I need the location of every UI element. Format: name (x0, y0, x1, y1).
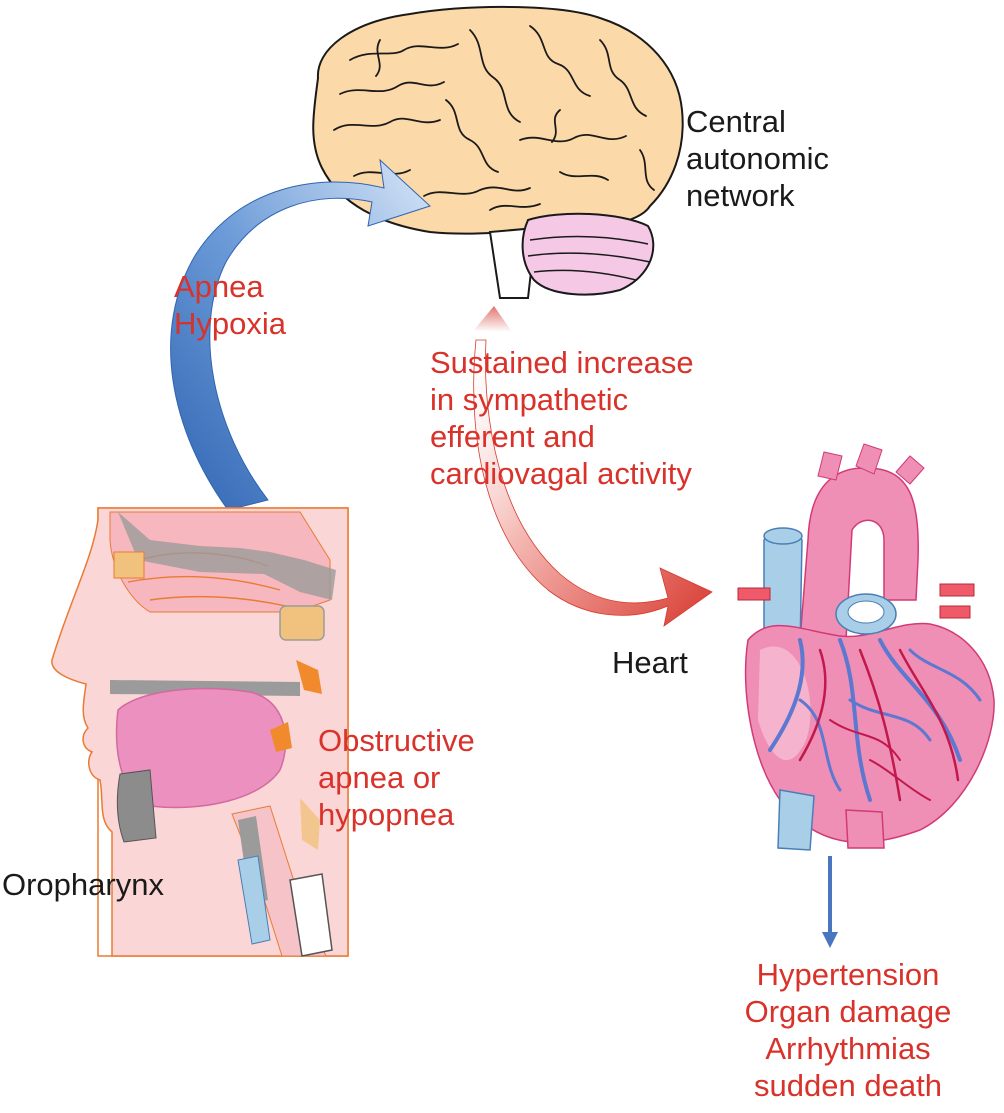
outcomes-label: Hypertension Organ damage Arrhythmias su… (736, 956, 960, 1104)
heart-label: Heart (612, 645, 688, 680)
oropharynx-label: Oropharynx (2, 867, 164, 902)
central-line-2: autonomic (686, 141, 830, 176)
obstructive-line-3: hypopnea (318, 797, 455, 832)
apnea-hypoxia-label: Apnea Hypoxia (174, 268, 286, 342)
sustained-increase-label: Sustained increase in sympathetic effere… (430, 344, 694, 492)
central-line-3: network (686, 178, 795, 213)
sustained-line-4: cardiovagal activity (430, 456, 692, 491)
obstructive-line-2: apnea or (318, 760, 441, 795)
heart-illustration (737, 443, 995, 851)
sympathetic-arrow (473, 306, 713, 627)
sustained-line-2: in sympathetic (430, 382, 629, 417)
sustained-line-1: Sustained increase (430, 345, 694, 380)
obstructive-line-1: Obstructive (318, 723, 475, 758)
outcome-arrhythmias: Arrhythmias (765, 1031, 931, 1066)
obstructive-apnea-label: Obstructive apnea or hypopnea (318, 722, 475, 833)
outcome-arrow (822, 856, 838, 948)
outcome-sudden-death: sudden death (754, 1068, 942, 1103)
outcome-organ-damage: Organ damage (744, 994, 952, 1029)
central-line-1: Central (686, 104, 786, 139)
apnea-line-2: Hypoxia (174, 306, 286, 341)
apnea-arrow (170, 158, 431, 511)
oropharynx-illustration (51, 507, 349, 957)
outcome-hypertension: Hypertension (756, 957, 940, 992)
apnea-line-1: Apnea (174, 269, 264, 304)
sustained-line-3: efferent and (430, 419, 595, 454)
brain-illustration (312, 5, 684, 299)
central-autonomic-network-label: Central autonomic network (686, 103, 829, 214)
